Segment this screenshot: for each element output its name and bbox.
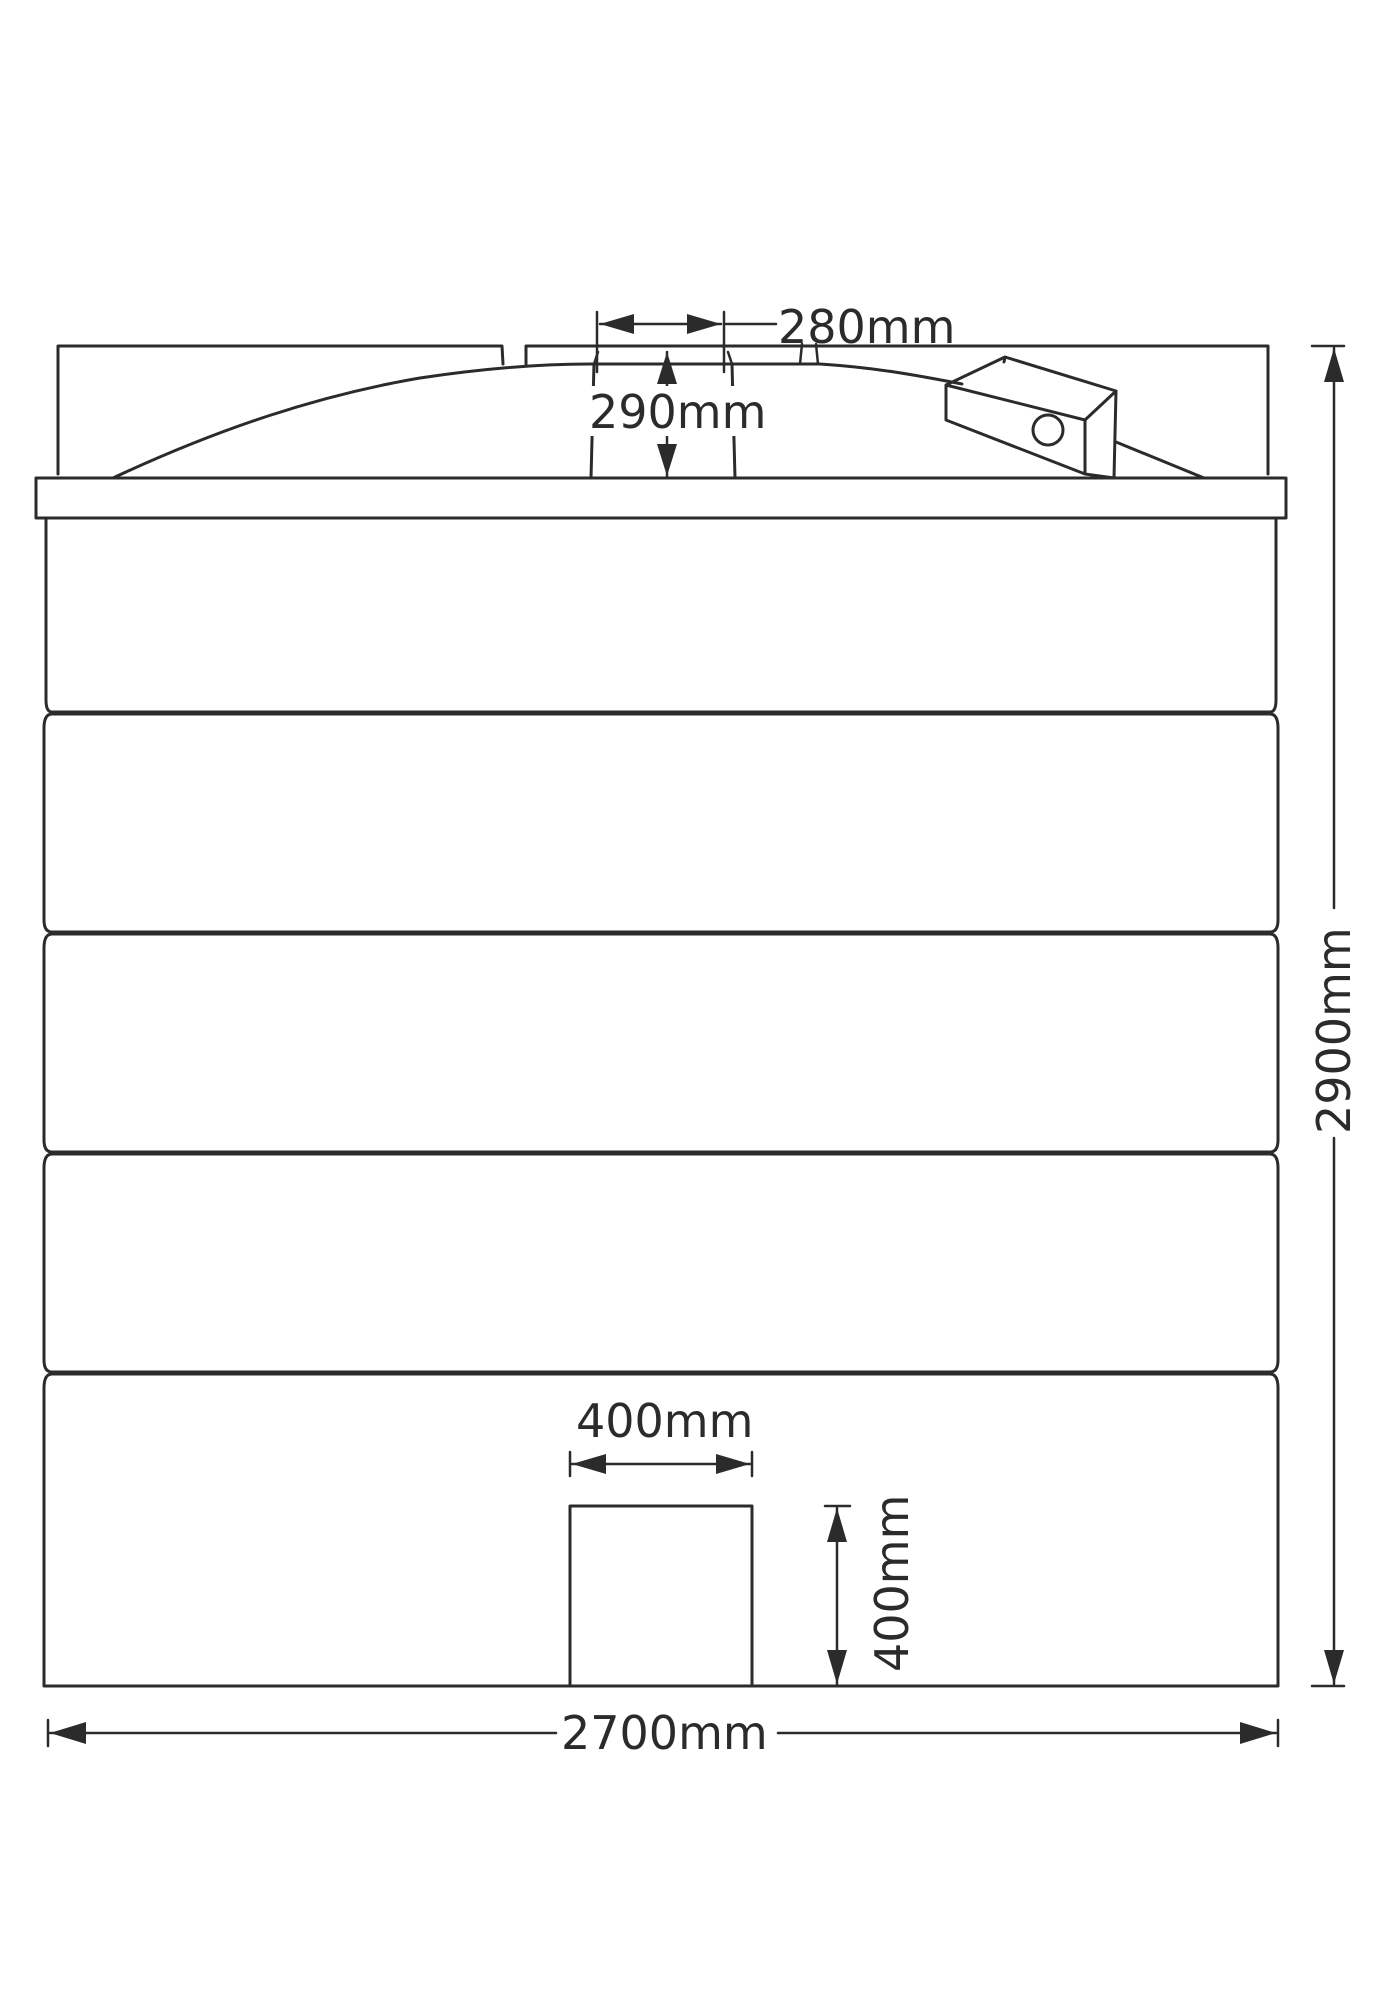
tank-section-3 <box>42 932 1280 1154</box>
dimension-outlet-height: 400mm <box>823 1495 919 1686</box>
overall-width-label: 2700mm <box>561 1706 768 1760</box>
valve-port-icon <box>1031 413 1065 447</box>
dimension-overall-width: 2700mm <box>46 1706 1280 1760</box>
tank-section-2 <box>42 712 1280 934</box>
overall-height-label: 2900mm <box>1307 927 1361 1134</box>
dimension-manway-height: 290mm <box>586 350 766 478</box>
dome-lid <box>111 362 1206 480</box>
tank-section-5 <box>42 1372 1280 1688</box>
outlet-height-label: 400mm <box>865 1495 919 1672</box>
dimension-outlet-width: 400mm <box>568 1394 753 1478</box>
outlet-width-label: 400mm <box>576 1394 753 1448</box>
tank-section-4 <box>42 1152 1280 1374</box>
manway-width-label: 280mm <box>778 300 955 354</box>
dimension-overall-height: 2900mm <box>1307 344 1361 1688</box>
valve-housing <box>944 355 1118 480</box>
tank-rim <box>34 476 1288 520</box>
outlet-opening <box>568 1504 754 1688</box>
tank-section-1 <box>44 516 1278 714</box>
manway-height-label: 290mm <box>589 385 766 439</box>
top-frame <box>56 344 1270 476</box>
dimension-manway-width: 280mm <box>595 300 955 374</box>
